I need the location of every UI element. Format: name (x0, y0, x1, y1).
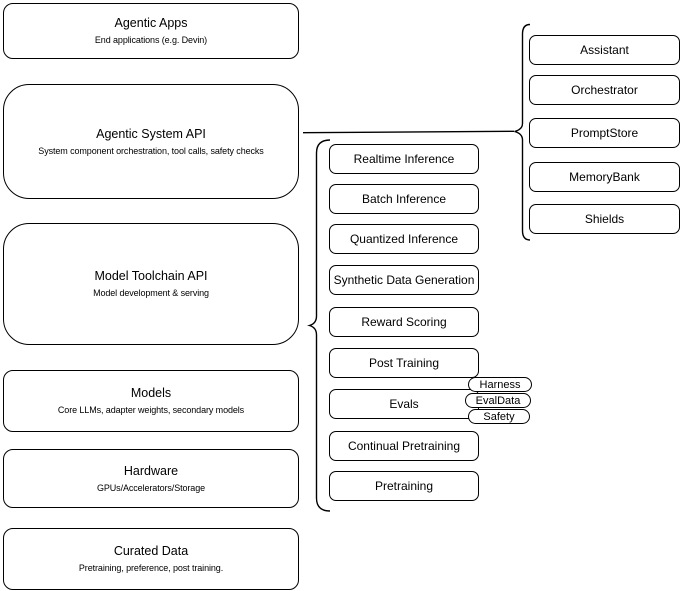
node-label: Batch Inference (361, 192, 447, 206)
tag-harness: Harness (468, 377, 532, 392)
node-label: Evals (389, 397, 419, 411)
node-evals: Evals (329, 389, 479, 419)
node-shields: Shields (529, 204, 680, 234)
node-continual-pretraining: Continual Pretraining (329, 431, 479, 461)
tag-evaldata: EvalData (465, 393, 531, 408)
node-post-training: Post Training (329, 348, 479, 378)
node-pretraining: Pretraining (329, 471, 479, 501)
node-label: Reward Scoring (361, 315, 447, 329)
node-agentic-apps: Agentic Apps End applications (e.g. Devi… (3, 3, 299, 59)
node-subtitle: GPUs/Accelerators/Storage (96, 482, 206, 493)
node-subtitle: Pretraining, preference, post training. (78, 563, 224, 573)
node-curated-data: Curated Data Pretraining, preference, po… (3, 528, 299, 590)
node-promptstore: PromptStore (529, 118, 680, 148)
node-subtitle: End applications (e.g. Devin) (94, 35, 208, 45)
node-hardware: Hardware GPUs/Accelerators/Storage (3, 449, 299, 508)
node-models: Models Core LLMs, adapter weights, secon… (3, 370, 299, 432)
node-label: Continual Pretraining (347, 439, 461, 453)
node-synthetic-data-generation: Synthetic Data Generation (329, 265, 479, 295)
tag-label: EvalData (475, 394, 521, 407)
node-label: Quantized Inference (349, 232, 459, 246)
node-title: Agentic Apps (114, 16, 188, 30)
system-group-brace (514, 23, 531, 241)
node-title: Models (130, 386, 172, 400)
node-orchestrator: Orchestrator (529, 75, 680, 105)
node-batch-inference: Batch Inference (329, 184, 479, 214)
system-api-connector-line (302, 130, 515, 134)
tag-safety: Safety (468, 409, 530, 424)
node-model-toolchain-api: Model Toolchain API Model development & … (3, 223, 299, 345)
node-label: Realtime Inference (353, 152, 455, 166)
node-label: Orchestrator (571, 83, 638, 97)
node-assistant: Assistant (529, 35, 680, 65)
node-subtitle: System component orchestration, tool cal… (38, 145, 264, 156)
tag-label: Harness (479, 378, 521, 391)
node-title: Hardware (123, 463, 179, 478)
node-label: PromptStore (570, 126, 639, 140)
node-reward-scoring: Reward Scoring (329, 307, 479, 337)
node-title: Model Toolchain API (94, 269, 208, 283)
node-agentic-system-api: Agentic System API System component orch… (3, 84, 299, 199)
node-label: Assistant (580, 43, 629, 57)
node-label: MemoryBank (569, 170, 640, 184)
node-subtitle: Core LLMs, adapter weights, secondary mo… (57, 405, 245, 415)
node-label: Post Training (368, 356, 440, 370)
node-label: Shields (584, 212, 625, 226)
node-memorybank: MemoryBank (529, 162, 680, 192)
node-title: Agentic System API (96, 126, 206, 141)
node-quantized-inference: Quantized Inference (329, 224, 479, 254)
node-title: Curated Data (113, 544, 189, 558)
toolchain-group-brace (306, 139, 331, 512)
node-realtime-inference: Realtime Inference (329, 144, 479, 174)
node-label: Synthetic Data Generation (333, 273, 475, 287)
tag-label: Safety (483, 410, 515, 423)
node-label: Pretraining (374, 479, 434, 493)
node-subtitle: Model development & serving (93, 288, 209, 298)
